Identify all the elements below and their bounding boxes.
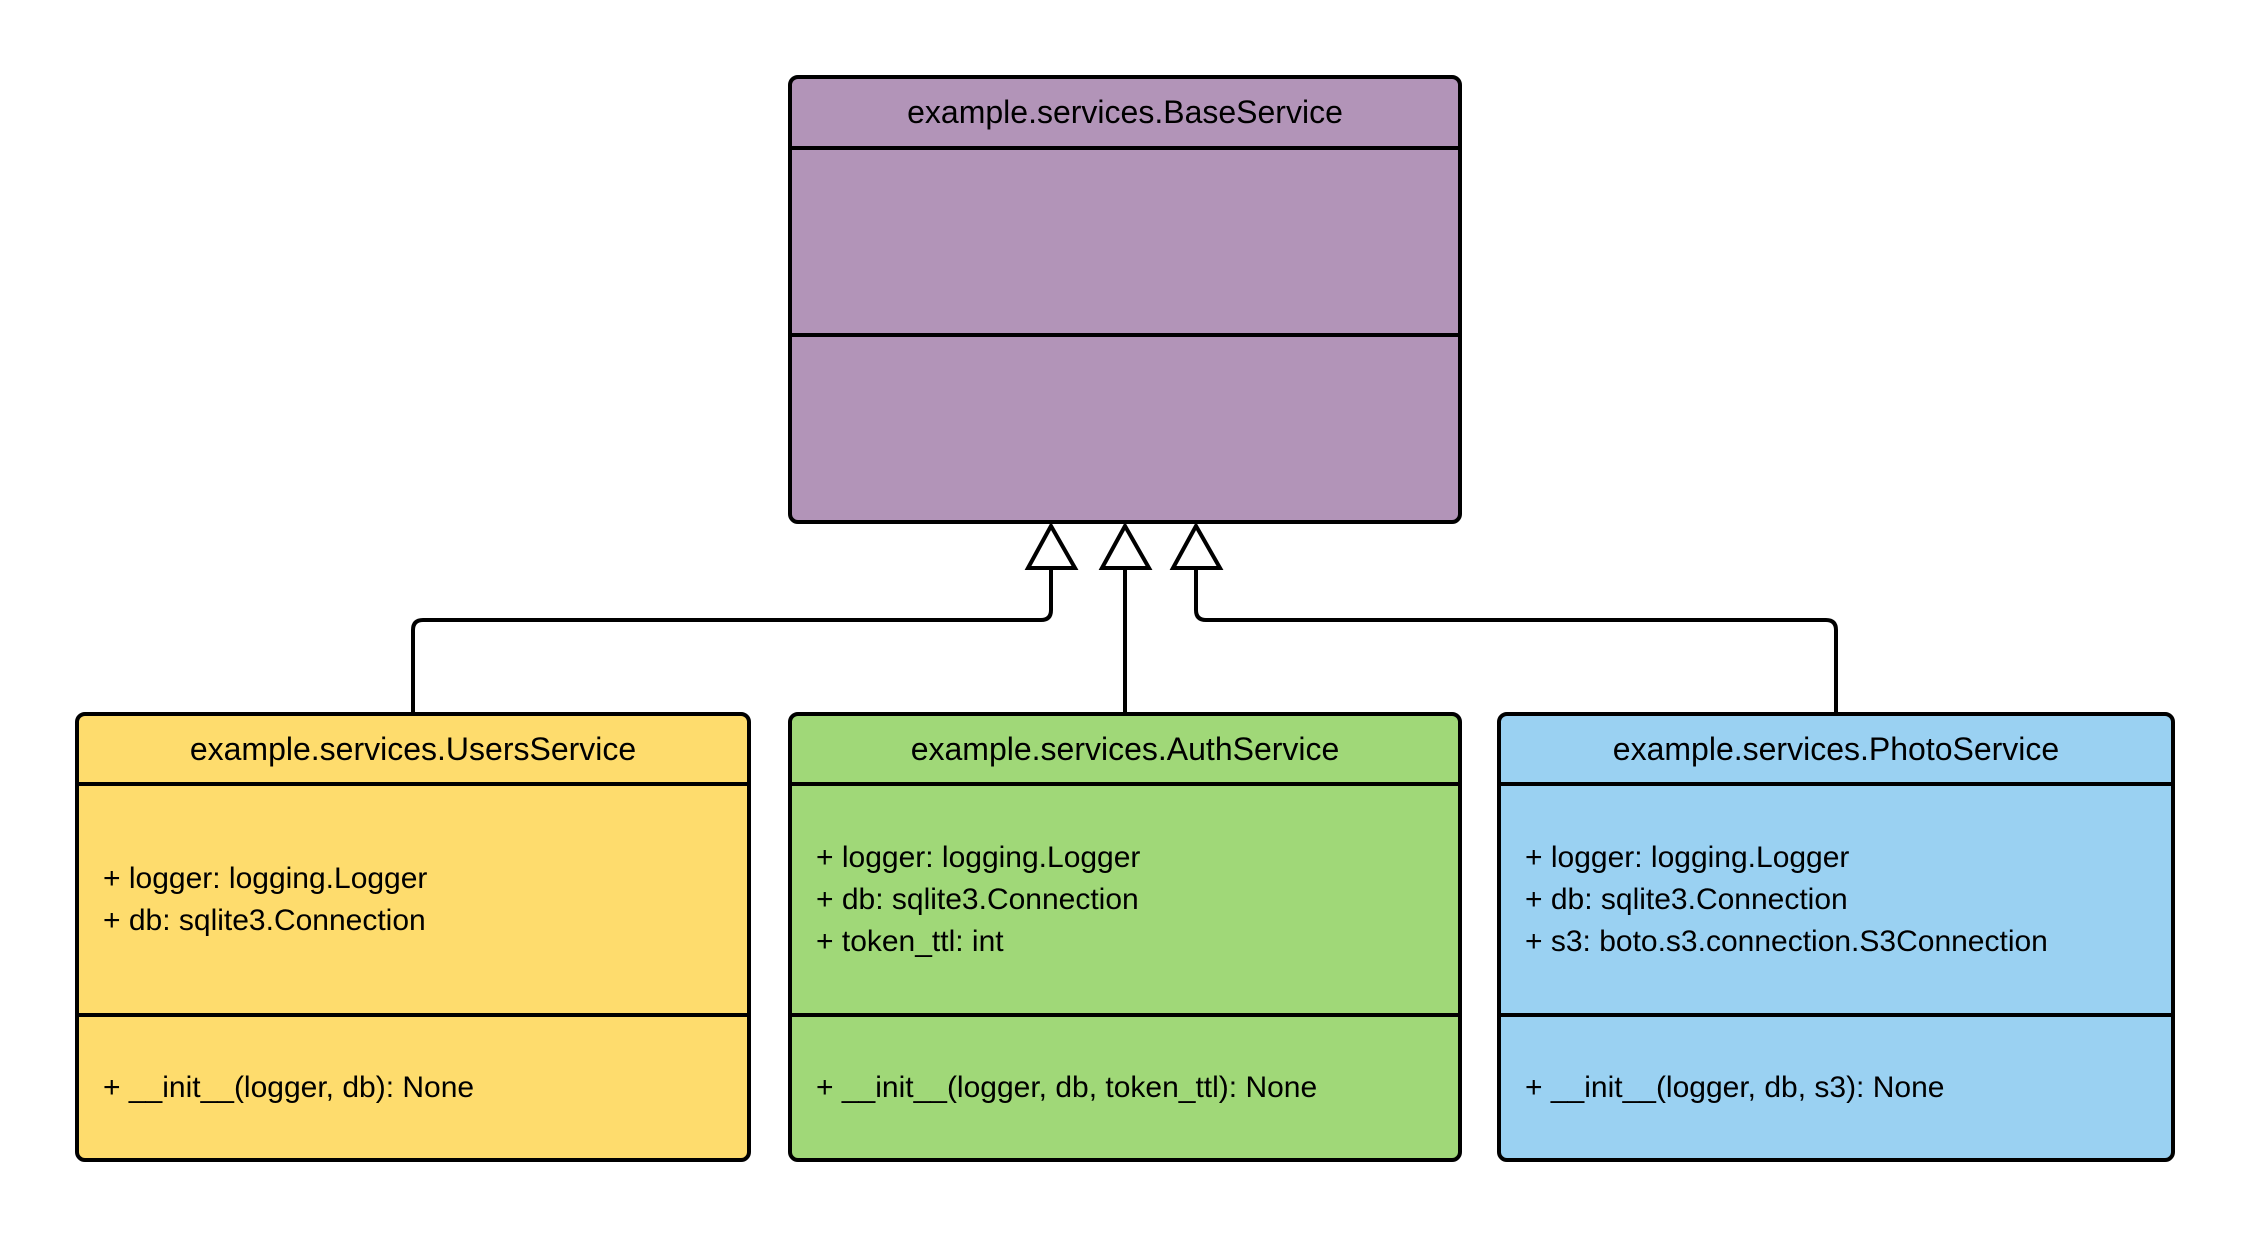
class-title: example.services.AuthService (792, 716, 1458, 786)
inheritance-triangle-icon (1024, 521, 1079, 570)
class-node-usersservice: example.services.UsersService + logger: … (75, 712, 751, 1162)
attributes-compartment: + logger: logging.Logger + db: sqlite3.C… (79, 786, 747, 1017)
attributes-compartment: + logger: logging.Logger + db: sqlite3.C… (792, 786, 1458, 1017)
attribute-line: + db: sqlite3.Connection (1525, 882, 1848, 916)
attribute-line: + db: sqlite3.Connection (103, 903, 426, 937)
class-title: example.services.UsersService (79, 716, 747, 786)
edge-photoservice-to-baseservice (1194, 568, 1838, 712)
method-line: + __init__(logger, db): None (103, 1070, 475, 1104)
attribute-line: + s3: boto.s3.connection.S3Connection (1525, 924, 2048, 958)
attributes-compartment (792, 150, 1458, 337)
attribute-line: + logger: logging.Logger (1525, 840, 1850, 874)
attribute-line: + logger: logging.Logger (816, 840, 1141, 874)
class-node-authservice: example.services.AuthService + logger: l… (788, 712, 1462, 1162)
inheritance-triangle-icon (1098, 521, 1153, 570)
edge-usersservice-to-baseservice (411, 568, 1053, 712)
attribute-line: + db: sqlite3.Connection (816, 882, 1139, 916)
attribute-line: + logger: logging.Logger (103, 861, 428, 895)
inheritance-triangle-icon (1169, 521, 1224, 570)
method-line: + __init__(logger, db, s3): None (1525, 1070, 1945, 1104)
class-node-photoservice: example.services.PhotoService + logger: … (1497, 712, 2175, 1162)
methods-compartment: + __init__(logger, db, s3): None (1501, 1017, 2171, 1158)
method-line: + __init__(logger, db, token_ttl): None (816, 1070, 1318, 1104)
class-node-baseservice: example.services.BaseService (788, 75, 1462, 524)
class-title: example.services.BaseService (792, 79, 1458, 150)
class-title: example.services.PhotoService (1501, 716, 2171, 786)
attribute-line: + token_ttl: int (816, 924, 1004, 958)
methods-compartment: + __init__(logger, db, token_ttl): None (792, 1017, 1458, 1158)
methods-compartment (792, 337, 1458, 520)
methods-compartment: + __init__(logger, db): None (79, 1017, 747, 1158)
attributes-compartment: + logger: logging.Logger + db: sqlite3.C… (1501, 786, 2171, 1017)
